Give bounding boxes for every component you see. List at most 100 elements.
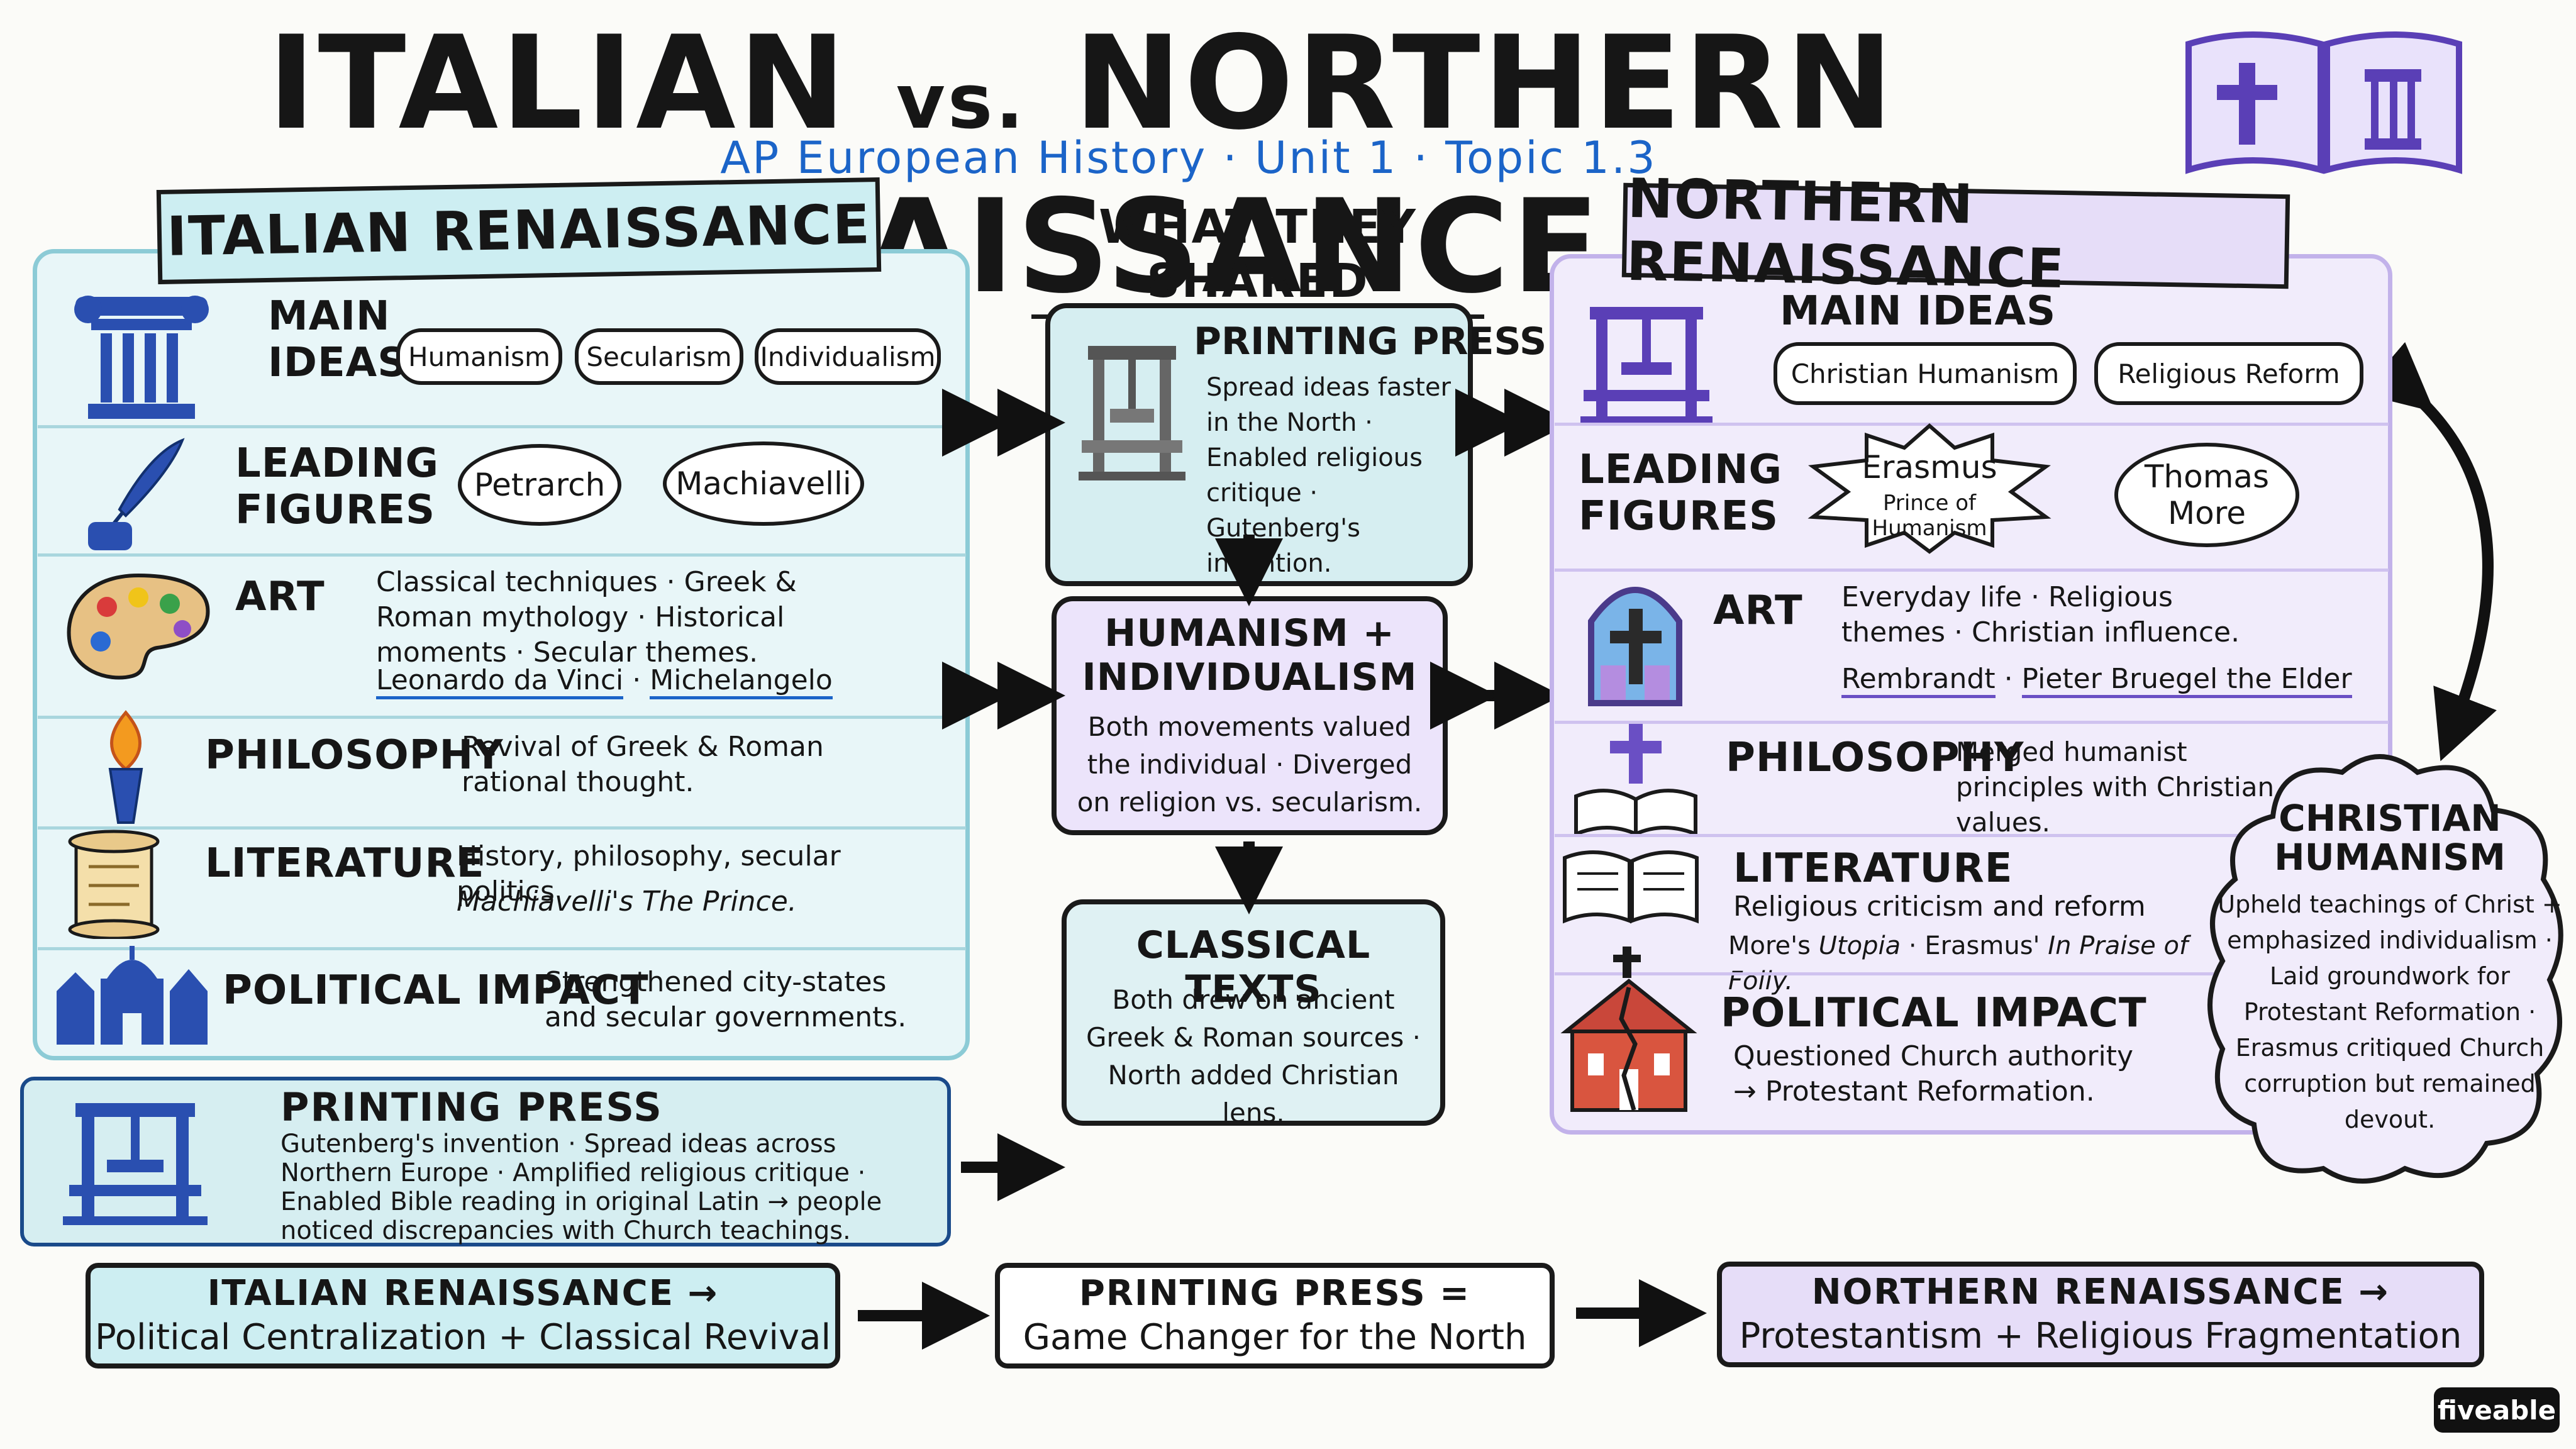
- nr-idea-christian-humanism: Christian Humanism: [1774, 342, 2077, 405]
- bottom-printing-box: PRINTING PRESS = Game Changer for the No…: [995, 1263, 1555, 1368]
- it-political-text: Strengthened city-states and secular gov…: [545, 966, 907, 1033]
- artist-michelangelo: Michelangelo: [650, 664, 833, 699]
- nr-figures-label-2: FIGURES: [1579, 493, 1779, 540]
- nr-lit-erasmus: · Erasmus': [1908, 931, 2040, 960]
- bottom-italian-line1: ITALIAN RENAISSANCE →: [207, 1273, 719, 1314]
- separator: [1555, 569, 2389, 572]
- separator: [1555, 423, 2389, 426]
- it-literature-work: Machiavelli's The Prince.: [457, 884, 935, 919]
- separator: [38, 553, 966, 557]
- humanism-title-1: HUMANISM +: [1104, 611, 1395, 655]
- it-art-text: Classical techniques · Greek & Roman myt…: [376, 566, 797, 669]
- it-literature-work-prefix: Machiavelli's: [457, 886, 633, 918]
- palette-icon: [67, 573, 210, 680]
- double-arrow-icon: [858, 341, 2497, 1350]
- open-book-icon: [2185, 31, 2462, 174]
- figure-erasmus: Erasmus: [1862, 449, 1997, 486]
- nr-idea-religious-reform: Religious Reform: [2094, 342, 2363, 405]
- nr-political-label: POLITICAL IMPACT: [1721, 990, 2147, 1036]
- it-art-label: ART: [235, 574, 325, 620]
- artist-rembrandt: Rembrandt: [1841, 663, 1996, 698]
- starburst-badge: [1807, 423, 2051, 554]
- separator: [1555, 972, 2389, 975]
- open-book-icon: [1563, 850, 1699, 924]
- shared-classical-box: [1062, 899, 1445, 1126]
- it-idea-humanism: Humanism: [396, 328, 562, 385]
- separator: [38, 425, 966, 428]
- it-philosophy-label: PHILOSOPHY: [205, 732, 504, 779]
- shared-classical-title: CLASSICAL TEXTS: [1136, 923, 1371, 1011]
- nr-art-label: ART: [1713, 587, 1803, 634]
- bottom-italian-box: ITALIAN RENAISSANCE → Political Centrali…: [86, 1263, 840, 1368]
- nr-lit-utopia: Utopia: [1818, 931, 1901, 960]
- separator: [1555, 834, 2389, 837]
- cloud-text: Upheld teachings of Christ + emphasized …: [2218, 891, 2562, 1133]
- nr-philosophy-text: Merged humanist principles with Christia…: [1956, 736, 2275, 838]
- figure-erasmus-subtitle: Prince of Humanism: [1872, 491, 1987, 541]
- nr-art-artists: Rembrandt · Pieter Bruegel the Elder: [1841, 662, 2357, 698]
- column-icon: [74, 296, 209, 419]
- nr-figures-label-1: LEADING: [1579, 447, 1783, 493]
- it-political-label: POLITICAL IMPACT: [223, 967, 649, 1014]
- nr-political-text: Questioned Church authority → Protestant…: [1733, 1040, 2133, 1108]
- it-philosophy-text: Revival of Greek & Roman rational though…: [462, 731, 824, 798]
- separator: [1555, 721, 2389, 724]
- shared-humanism-title: HUMANISM +INDIVIDUALISM: [1057, 611, 1443, 699]
- nr-literature-label: LITERATURE: [1733, 845, 2013, 892]
- nr-lit-more: More's: [1728, 931, 1811, 960]
- artist-bruegel: Pieter Bruegel the Elder: [2021, 663, 2352, 698]
- shared-printing-title: PRINTING PRESS: [1194, 319, 1547, 364]
- subtitle: AP European History · Unit 1 · Topic 1.3: [720, 132, 1657, 184]
- nr-main-ideas-label: MAIN IDEAS: [1780, 288, 2057, 335]
- church-cracked-icon: [1560, 947, 1697, 1112]
- shared-humanism-text: Both movements valued the individual · D…: [1077, 711, 1423, 818]
- it-idea-secularism: Secularism: [575, 328, 743, 385]
- it-printing-text: Gutenberg's invention · Spread ideas acr…: [280, 1130, 882, 1245]
- city-icon: [57, 946, 208, 1045]
- it-figures-label-1: LEADING: [235, 440, 440, 487]
- it-main-label-2: IDEAS: [268, 340, 408, 386]
- bottom-italian-line2: Political Centralization + Classical Rev…: [94, 1317, 831, 1358]
- it-literature-label: LITERATURE: [205, 840, 485, 887]
- nr-literature-works: More's Utopia · Erasmus' In Praise of Fo…: [1728, 928, 2244, 999]
- nr-philosophy-label: PHILOSOPHY: [1726, 735, 2024, 781]
- bottom-northern-line1: NORTHERN RENAISSANCE →: [1811, 1272, 2390, 1313]
- scroll-icon: [68, 830, 160, 939]
- humanism-title-2: INDIVIDUALISM: [1082, 655, 1418, 699]
- printing-press-icon: [1079, 346, 1185, 480]
- title-vs: vs.: [896, 58, 1026, 146]
- separator: [38, 716, 966, 719]
- it-figures-label-2: FIGURES: [235, 487, 436, 533]
- printing-press-icon: [1580, 307, 1713, 425]
- nr-lit-folly: In Praise of Folly.: [1728, 931, 2189, 996]
- separator: [38, 826, 966, 830]
- it-art-artists: Leonardo da Vinci · Michelangelo: [376, 663, 917, 699]
- title-italian: ITALIAN: [267, 9, 849, 158]
- it-printing-title: PRINTING PRESS: [280, 1084, 663, 1130]
- cloud-callout: [2207, 754, 2563, 1184]
- bottom-press-line2: Game Changer for the North: [1023, 1317, 1527, 1358]
- figure-thomas-more: Thomas More: [2114, 443, 2299, 547]
- bottom-press-line1: PRINTING PRESS =: [1079, 1273, 1471, 1314]
- cloud-title-2: HUMANISM: [2274, 836, 2506, 879]
- fiveable-logo: fiveable: [2434, 1387, 2560, 1433]
- figure-machiavelli: Machiavelli: [663, 441, 864, 526]
- printing-press-icon: [63, 1103, 208, 1225]
- it-literature-text: History, philosophy, secular politics: [457, 840, 841, 908]
- it-main-label-1: MAIN: [268, 293, 391, 340]
- shared-humanism-box: [1052, 596, 1448, 835]
- nr-art-text: Everyday life · Religious themes · Chris…: [1841, 581, 2240, 648]
- nr-literature-text: Religious criticism and reform: [1733, 891, 2146, 923]
- bottom-northern-line2: Protestantism + Religious Fragmentation: [1739, 1316, 2462, 1357]
- figure-petrarch: Petrarch: [458, 444, 621, 526]
- artist-leonardo: Leonardo da Vinci: [376, 664, 624, 699]
- torch-icon: [108, 710, 143, 824]
- it-literature-work-title: The Prince.: [642, 886, 797, 918]
- separator: [38, 947, 966, 950]
- cloud-title-1: CHRISTIAN: [2279, 797, 2501, 840]
